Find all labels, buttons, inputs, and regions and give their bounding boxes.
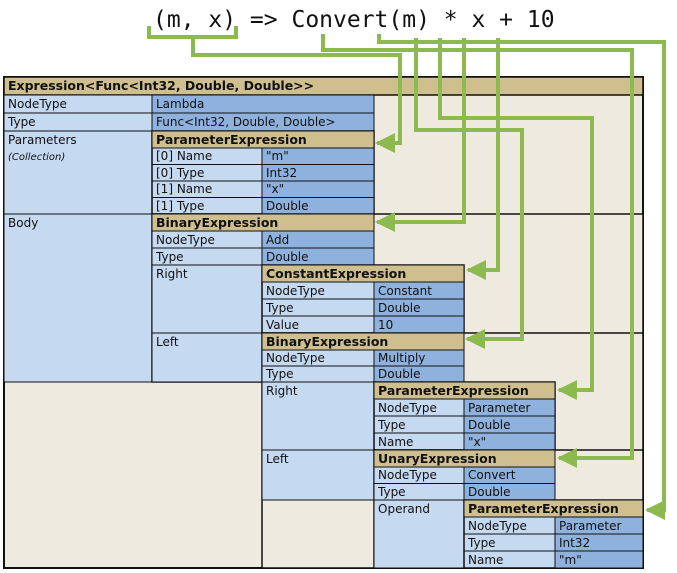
multiply-row-label: NodeType xyxy=(266,351,325,365)
constant-row-value: Constant xyxy=(378,284,432,298)
unary-operand-label: Operand xyxy=(378,502,430,516)
multiply-row-label: Type xyxy=(265,367,294,381)
parameters-row-value: "x" xyxy=(266,182,284,196)
connector-arrows xyxy=(147,26,666,520)
body-right-label: Right xyxy=(156,267,188,281)
constant-row-label: NodeType xyxy=(266,284,325,298)
lambda-code-text: (m, x) => Convert(m) * x + 10 xyxy=(153,7,555,33)
multiply-row-value: Multiply xyxy=(378,351,425,365)
constant-row-value: 10 xyxy=(378,318,393,332)
unary-row-value: Convert xyxy=(468,468,516,482)
arrow-to-unary xyxy=(321,34,634,468)
root-parameters-note: (Collection) xyxy=(8,152,65,163)
parameters-row-label: [1] Name xyxy=(156,182,212,196)
param-m-row-value: Parameter xyxy=(559,519,621,533)
multiply-left-label: Left xyxy=(266,452,289,466)
root-node-type-label: NodeType xyxy=(8,97,67,111)
parameters-row-value: Double xyxy=(266,199,309,213)
body-row-value: Double xyxy=(266,250,309,264)
parameters-row-value: Int32 xyxy=(266,166,297,180)
parameters-expression-box: ParameterExpression [0] Name "m" [0] Typ… xyxy=(151,130,375,215)
param-x-row-label: Type xyxy=(377,418,406,432)
unary-title: UnaryExpression xyxy=(378,451,497,466)
arrow-to-body xyxy=(375,38,466,232)
constant-row-label: Value xyxy=(266,318,299,332)
unary-row-label: NodeType xyxy=(378,468,437,482)
parameters-row-label: [0] Type xyxy=(156,166,204,180)
param-x-title: ParameterExpression xyxy=(378,383,529,398)
parameters-row-label: [0] Name xyxy=(156,149,212,163)
multiply-right-label: Right xyxy=(266,384,298,398)
arrow-to-param-m xyxy=(377,34,666,520)
param-m-row-label: Type xyxy=(467,536,496,550)
parameters-row-value: "m" xyxy=(266,149,289,163)
parameter-m-expression-box: ParameterExpression NodeType Parameter T… xyxy=(463,499,644,569)
arrow-to-multiply xyxy=(414,38,524,349)
constant-row-label: Type xyxy=(265,301,294,315)
arrow-to-parameters xyxy=(191,37,402,153)
param-x-row-value: Parameter xyxy=(468,401,530,415)
param-m-row-label: Name xyxy=(468,553,503,567)
root-body-label: Body xyxy=(8,216,38,230)
body-row-value: Add xyxy=(266,233,289,247)
body-row-label: NodeType xyxy=(156,233,215,247)
multiply-row-value: Double xyxy=(378,367,421,381)
root-node-type-value: Lambda xyxy=(156,97,204,111)
param-x-row-value: Double xyxy=(468,418,511,432)
body-title: BinaryExpression xyxy=(156,215,278,230)
arrow-to-param-x xyxy=(438,38,594,400)
root-parameters-label: Parameters xyxy=(8,133,77,147)
body-left-label: Left xyxy=(156,335,179,349)
param-m-row-value: Int32 xyxy=(559,536,590,550)
constant-row-value: Double xyxy=(378,301,421,315)
param-m-title: ParameterExpression xyxy=(468,501,619,516)
constant-expression-box: ConstantExpression NodeType Constant Typ… xyxy=(261,264,465,334)
param-x-row-value: "x" xyxy=(468,435,486,449)
root-type-label: Type xyxy=(7,115,36,129)
root-type-value: Func<Int32, Double, Double> xyxy=(156,115,336,129)
body-row-label: Type xyxy=(155,250,184,264)
unary-row-label: Type xyxy=(377,485,406,499)
constant-title: ConstantExpression xyxy=(266,266,406,281)
param-x-row-label: NodeType xyxy=(378,401,437,415)
multiply-title: BinaryExpression xyxy=(266,334,388,349)
param-m-row-value: "m" xyxy=(559,553,582,567)
param-x-row-label: Name xyxy=(378,435,413,449)
parameters-row-label: [1] Type xyxy=(156,199,204,213)
arrow-to-constant xyxy=(466,38,500,280)
root-title: Expression<Func<Int32, Double, Double>> xyxy=(8,78,314,93)
unary-row-value: Double xyxy=(468,485,511,499)
parameter-x-expression-box: ParameterExpression NodeType Parameter T… xyxy=(373,381,556,451)
parameters-title: ParameterExpression xyxy=(156,132,307,147)
param-m-row-label: NodeType xyxy=(468,519,527,533)
